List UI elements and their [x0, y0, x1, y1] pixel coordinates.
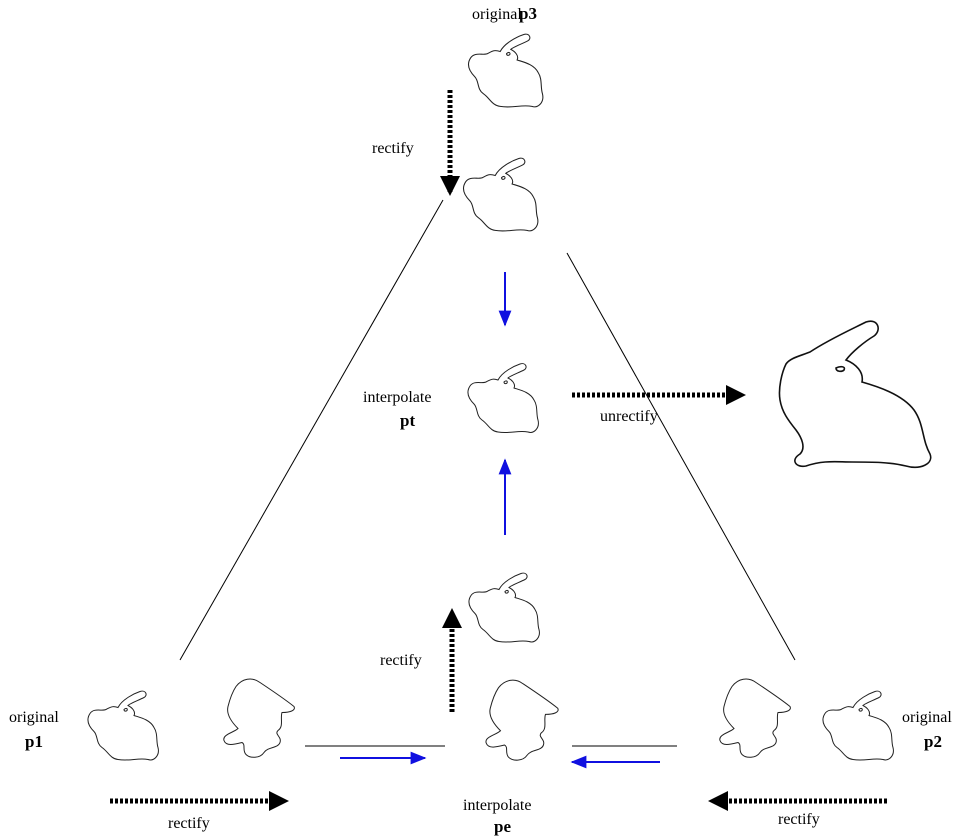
label-rectify-right: rectify	[778, 811, 820, 828]
label-pt-name: pt	[400, 411, 415, 430]
label-p2-name: p2	[924, 732, 942, 751]
label-p1-name: p1	[25, 732, 43, 751]
triangle-right-edge	[566, 252, 796, 661]
triangle-left-edge	[179, 199, 444, 661]
label-p1-original: original	[9, 709, 59, 726]
label-interpolate-pe: interpolate	[463, 797, 531, 814]
bunny-rectified-p1	[223, 678, 295, 758]
label-rectify-mid: rectify	[380, 652, 422, 669]
bunny-interpolated-pe	[485, 679, 559, 761]
label-rectify-top: rectify	[372, 140, 414, 157]
label-pe-name: pe	[494, 817, 511, 836]
bunny-original-p1	[87, 690, 159, 761]
label-p2-original: original	[902, 709, 952, 726]
label-rectify-left: rectify	[168, 815, 210, 832]
bunny-interpolated-pt	[467, 362, 540, 434]
label-p3-name: p3	[519, 4, 537, 23]
label-interpolate-pt: interpolate	[363, 389, 431, 406]
label-unrectify: unrectify	[600, 408, 658, 425]
bunny-rectified-p3	[462, 157, 539, 232]
label-p3-original: original	[472, 6, 522, 23]
bunny-original-p2	[822, 690, 894, 761]
bunny-rectified-pe	[468, 572, 540, 643]
bunny-unrectified-result	[778, 320, 932, 469]
bunny-original-p3	[467, 33, 544, 108]
bunny-rectified-p2	[719, 678, 791, 758]
